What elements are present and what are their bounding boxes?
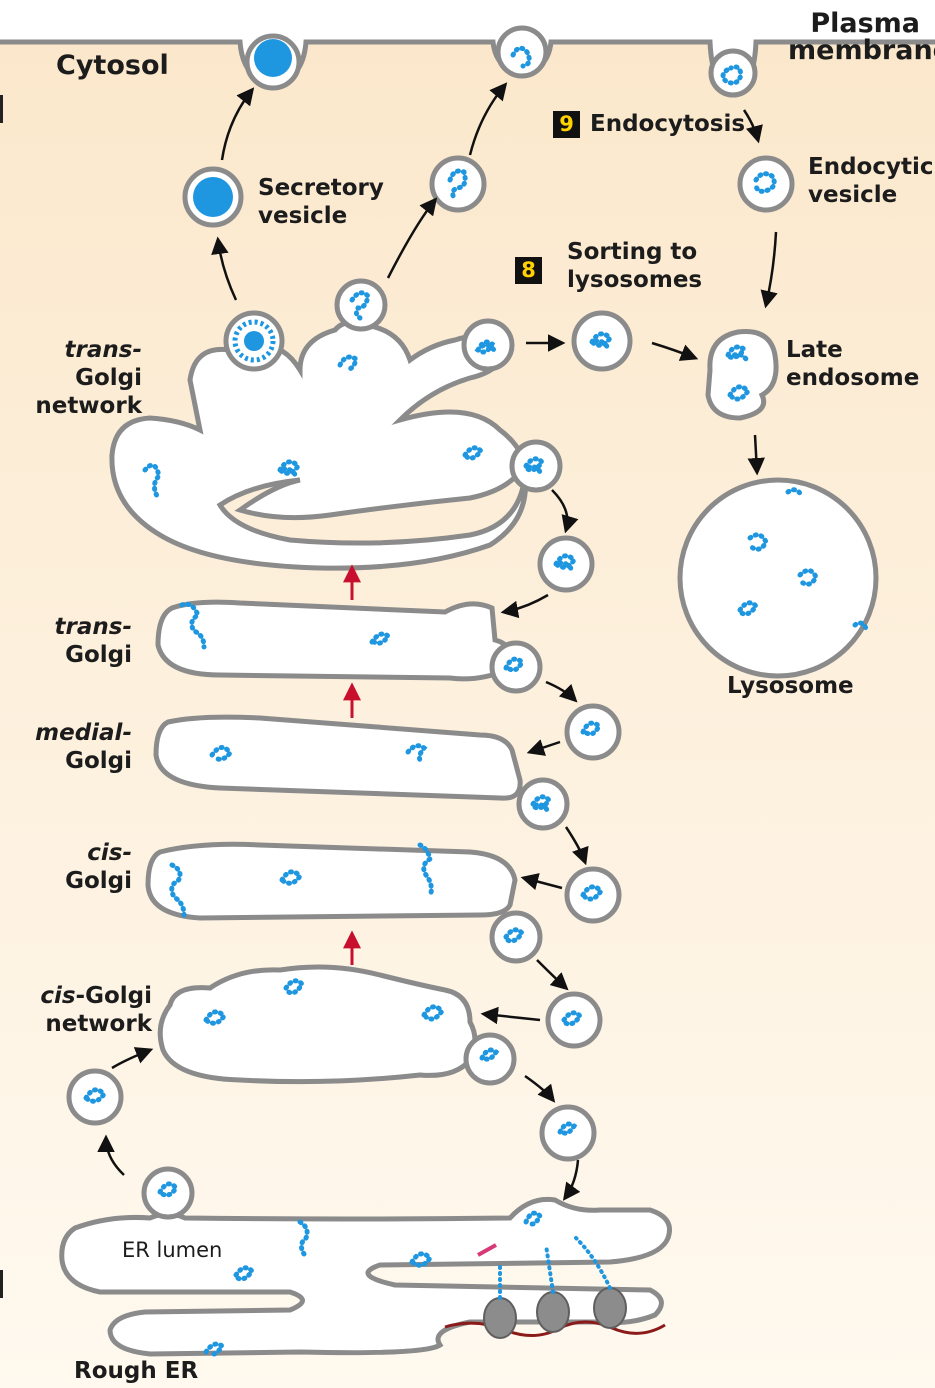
cis-golgi-label: cis-Golgi	[30, 842, 132, 893]
endocytic-vesicle	[740, 158, 792, 210]
edge-mark-bottom	[0, 1270, 13, 1298]
trans-golgi-label: trans-Golgi	[30, 616, 132, 667]
anterograde-vesicle-2	[548, 994, 600, 1046]
budding-vesicle-tgn	[337, 281, 385, 329]
cis-golgi-cisterna	[148, 844, 515, 918]
lysosome	[680, 480, 876, 676]
trans-golgi-cisterna	[158, 602, 512, 679]
ribosome-1	[484, 1298, 516, 1338]
cytosol-label: Cytosol	[56, 52, 169, 79]
clathrin-vesicle	[432, 158, 484, 210]
budding-vesicle-cis	[492, 913, 540, 961]
er-lumen-label: ER lumen	[122, 1240, 222, 1261]
lysosome-label: Lysosome	[727, 675, 854, 698]
retrograde-vesicle-2	[567, 869, 619, 921]
cytosol-background	[0, 42, 935, 1388]
rough-er-label: Rough ER	[74, 1360, 198, 1383]
ribosome-3	[594, 1288, 626, 1328]
er-derived-vesicle	[69, 1071, 121, 1123]
step-8-badge: 8	[515, 257, 542, 284]
ribosome-2	[537, 1292, 569, 1332]
edge-mark-top	[0, 95, 13, 123]
plasma-membrane-vesicle-3	[711, 51, 755, 95]
plasma-membrane-vesicle-2	[498, 28, 546, 76]
step-9-badge: 9	[553, 111, 580, 138]
medial-golgi-label: medial-Golgi	[20, 722, 132, 773]
endocytosis-label: Endocytosis	[590, 113, 745, 136]
